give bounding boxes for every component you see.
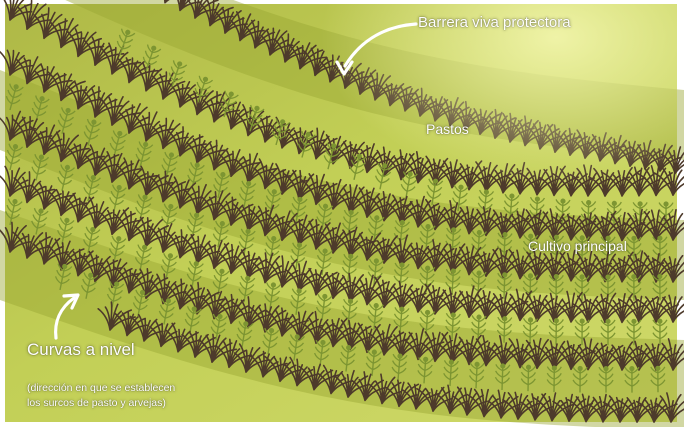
label-cultivo-principal: Cultivo principal [528,238,627,254]
label-pastos: Pastos [426,121,469,137]
label-nota-linea-1: (dirección en que se establecen [27,382,175,394]
label-nota-linea-2: los surcos de pasto y arvejas) [27,397,166,409]
label-barrera-viva: Barrera viva protectora [418,14,571,31]
label-curvas-a-nivel: Curvas a nivel [27,340,135,360]
